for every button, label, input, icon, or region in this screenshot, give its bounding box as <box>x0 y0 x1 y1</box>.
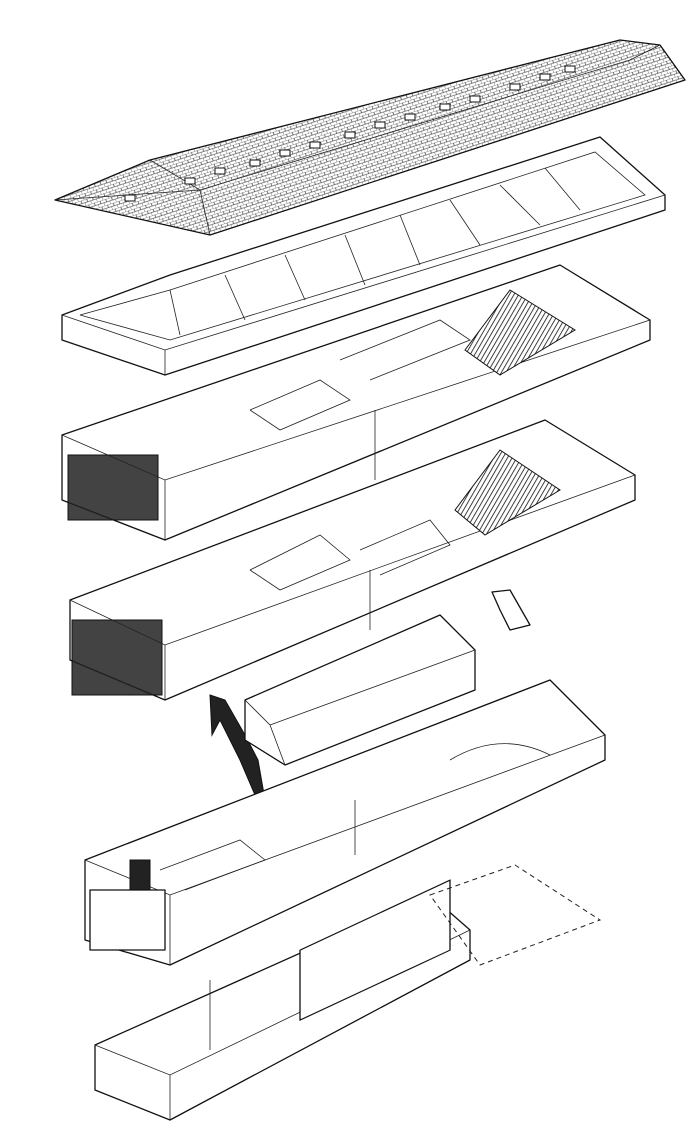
vault-volume <box>244 614 476 766</box>
roof-skylights <box>124 65 576 202</box>
attic-layer <box>61 136 666 376</box>
facade-balconies <box>71 619 163 696</box>
facade-balconies <box>67 454 159 521</box>
hatched-floor-area <box>464 289 576 376</box>
floating-panel <box>491 589 531 631</box>
hatched-floor-area <box>454 449 561 536</box>
second-floor-layer <box>61 264 651 541</box>
roof-layer <box>54 39 686 236</box>
ground-floor-layer <box>84 679 606 966</box>
dashed-outline <box>429 864 602 966</box>
black-door <box>129 859 151 891</box>
storage-shelves <box>299 879 451 1021</box>
basement-layer <box>94 864 602 1121</box>
first-floor-layer <box>69 419 636 701</box>
facade-windows <box>89 889 166 951</box>
